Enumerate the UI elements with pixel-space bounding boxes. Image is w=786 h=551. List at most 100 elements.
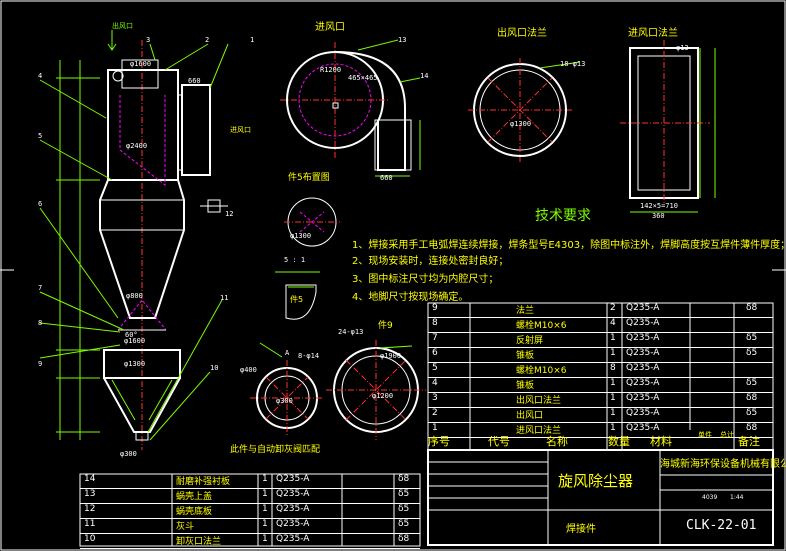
header-code: 代号 (488, 435, 510, 448)
bom-cell-no: 12 (84, 504, 96, 514)
header-name: 名称 (546, 435, 568, 448)
outlet-label: 出风口 (112, 21, 133, 30)
bom-cell-qty: 1 (610, 333, 616, 343)
bom-cell-no: 6 (432, 348, 438, 358)
balloon-6: 6 (38, 200, 42, 208)
bom-cell-mat: Q235-A (626, 363, 660, 373)
tech-req-4: 4、地脚尺寸按现场确定。 (352, 290, 468, 303)
balloon-7: 7 (38, 284, 42, 292)
view-title-ash-valve: 此件与自动卸灰阀匹配 (230, 443, 320, 455)
balloon-10: 10 (210, 364, 218, 372)
bom-cell-mat: Q235-A (276, 489, 310, 499)
bom-cell-rem: δ8 (746, 423, 758, 433)
bom-cell-qty: 1 (610, 408, 616, 418)
bom-cell-no: 5 (432, 363, 438, 373)
bom-cell-no: 10 (84, 534, 96, 544)
scale-value: 1:44 (730, 494, 744, 501)
bom-cell-mat: Q235-A (626, 303, 660, 313)
bom-cell-no: 3 (432, 393, 438, 403)
bom-cell-mat: Q235-A (626, 378, 660, 388)
bom-cell-no: 9 (432, 303, 438, 313)
balloon-3: 3 (146, 36, 150, 44)
balloon-1: 1 (250, 36, 254, 44)
balloon-14: 14 (420, 72, 428, 80)
part9-view (326, 340, 426, 440)
bom-cell-qty: 4 (610, 318, 616, 328)
bom-cell-qty: 1 (262, 519, 268, 529)
part5-marker: 件5 (290, 294, 303, 304)
bom-cell-name: 进风口法兰 (516, 426, 562, 436)
view-title-outlet-flange: 出风口法兰 (497, 26, 547, 39)
bom-cell-rem: δ5 (746, 408, 758, 418)
balloon-5: 5 (38, 132, 42, 140)
dimension-labels: φ1600 φ2400 φ800 φ1600 φ1300 φ300 660 60… (120, 44, 689, 458)
ash-flange-view (250, 342, 324, 436)
inlet-plan-view (280, 39, 421, 177)
dim-d1300-flange: φ1300 (510, 120, 531, 128)
tech-req-2: 2、现场安装时，连接处密封良好； (352, 254, 508, 267)
bom-cell-mat: Q235-A (276, 534, 310, 544)
dim-d300: φ300 (120, 450, 137, 458)
balloon-8: 8 (38, 319, 42, 327)
tech-req-1: 1、焊接采用手工电弧焊连续焊接，焊条型号E4303，除图中标注外，焊脚高度按互焊… (352, 238, 786, 251)
balloon-13: 13 (398, 36, 406, 44)
bom-cell-name: 出风口 (516, 411, 544, 421)
parts-list-lower (79, 473, 421, 547)
balloon-2: 2 (205, 36, 209, 44)
header-seq: 序号 (428, 435, 450, 448)
bom-cell-no: 11 (84, 519, 96, 529)
bom-cell-rem: δ5 (746, 333, 758, 343)
bom-cell-no: 14 (84, 474, 96, 484)
dim-660: 660 (188, 77, 201, 85)
dim-d1600: φ1600 (124, 337, 145, 345)
header-unit-weight: 单件 (698, 431, 712, 439)
bom-cell-mat: Q235-A (276, 474, 310, 484)
dim-d2400: φ2400 (126, 142, 147, 150)
assembly-type: 焊接件 (566, 524, 596, 535)
bom-cell-qty: 1 (262, 489, 268, 499)
bom-cell-name: 蜗壳底板 (176, 507, 213, 517)
balloon-11: 11 (220, 294, 228, 302)
header-material: 材料 (650, 435, 672, 448)
bom-cell-name: 锥板 (516, 351, 535, 361)
dim-d1200-part9: φ1200 (372, 392, 393, 400)
bom-cell-mat: Q235-A (626, 318, 660, 328)
dim-d13: φ13 (676, 44, 689, 52)
bom-cell-rem: δ5 (398, 504, 410, 514)
bom-cell-name: 出风口法兰 (516, 396, 562, 406)
bom-cell-mat: Q235-A (626, 423, 660, 433)
outlet-flange-view (468, 58, 581, 162)
bom-cell-mat: Q235-A (276, 519, 310, 529)
dim-d1200: R1200 (320, 66, 341, 74)
bom-cell-name: 法兰 (516, 306, 535, 316)
bom-cell-qty: 1 (610, 348, 616, 358)
bom-cell-qty: 2 (610, 303, 616, 313)
bom-cell-qty: 1 (610, 423, 616, 433)
bom-cell-qty: 1 (610, 393, 616, 403)
dim-d1300-part5: φ1300 (290, 232, 311, 240)
drawing-number: CLK-22-01 (686, 518, 757, 533)
bom-cell-no: 1 (432, 423, 438, 433)
bom-cell-rem: δ5 (746, 348, 758, 358)
inlet-flange-view (620, 40, 716, 213)
bom-cell-mat: Q235-A (626, 348, 660, 358)
dim-660-inlet: 660 (380, 174, 393, 182)
bom-header: 序号 代号 名称 数量 材料 单件 总计 备注 (428, 430, 773, 450)
part5-layout-view (275, 197, 340, 320)
bom-cell-no: 7 (432, 333, 438, 343)
view-title-inlet-flange: 进风口法兰 (628, 26, 678, 39)
bom-cell-name: 锥板 (516, 381, 535, 391)
bom-cell-name: 螺栓M10×6 (516, 321, 567, 331)
